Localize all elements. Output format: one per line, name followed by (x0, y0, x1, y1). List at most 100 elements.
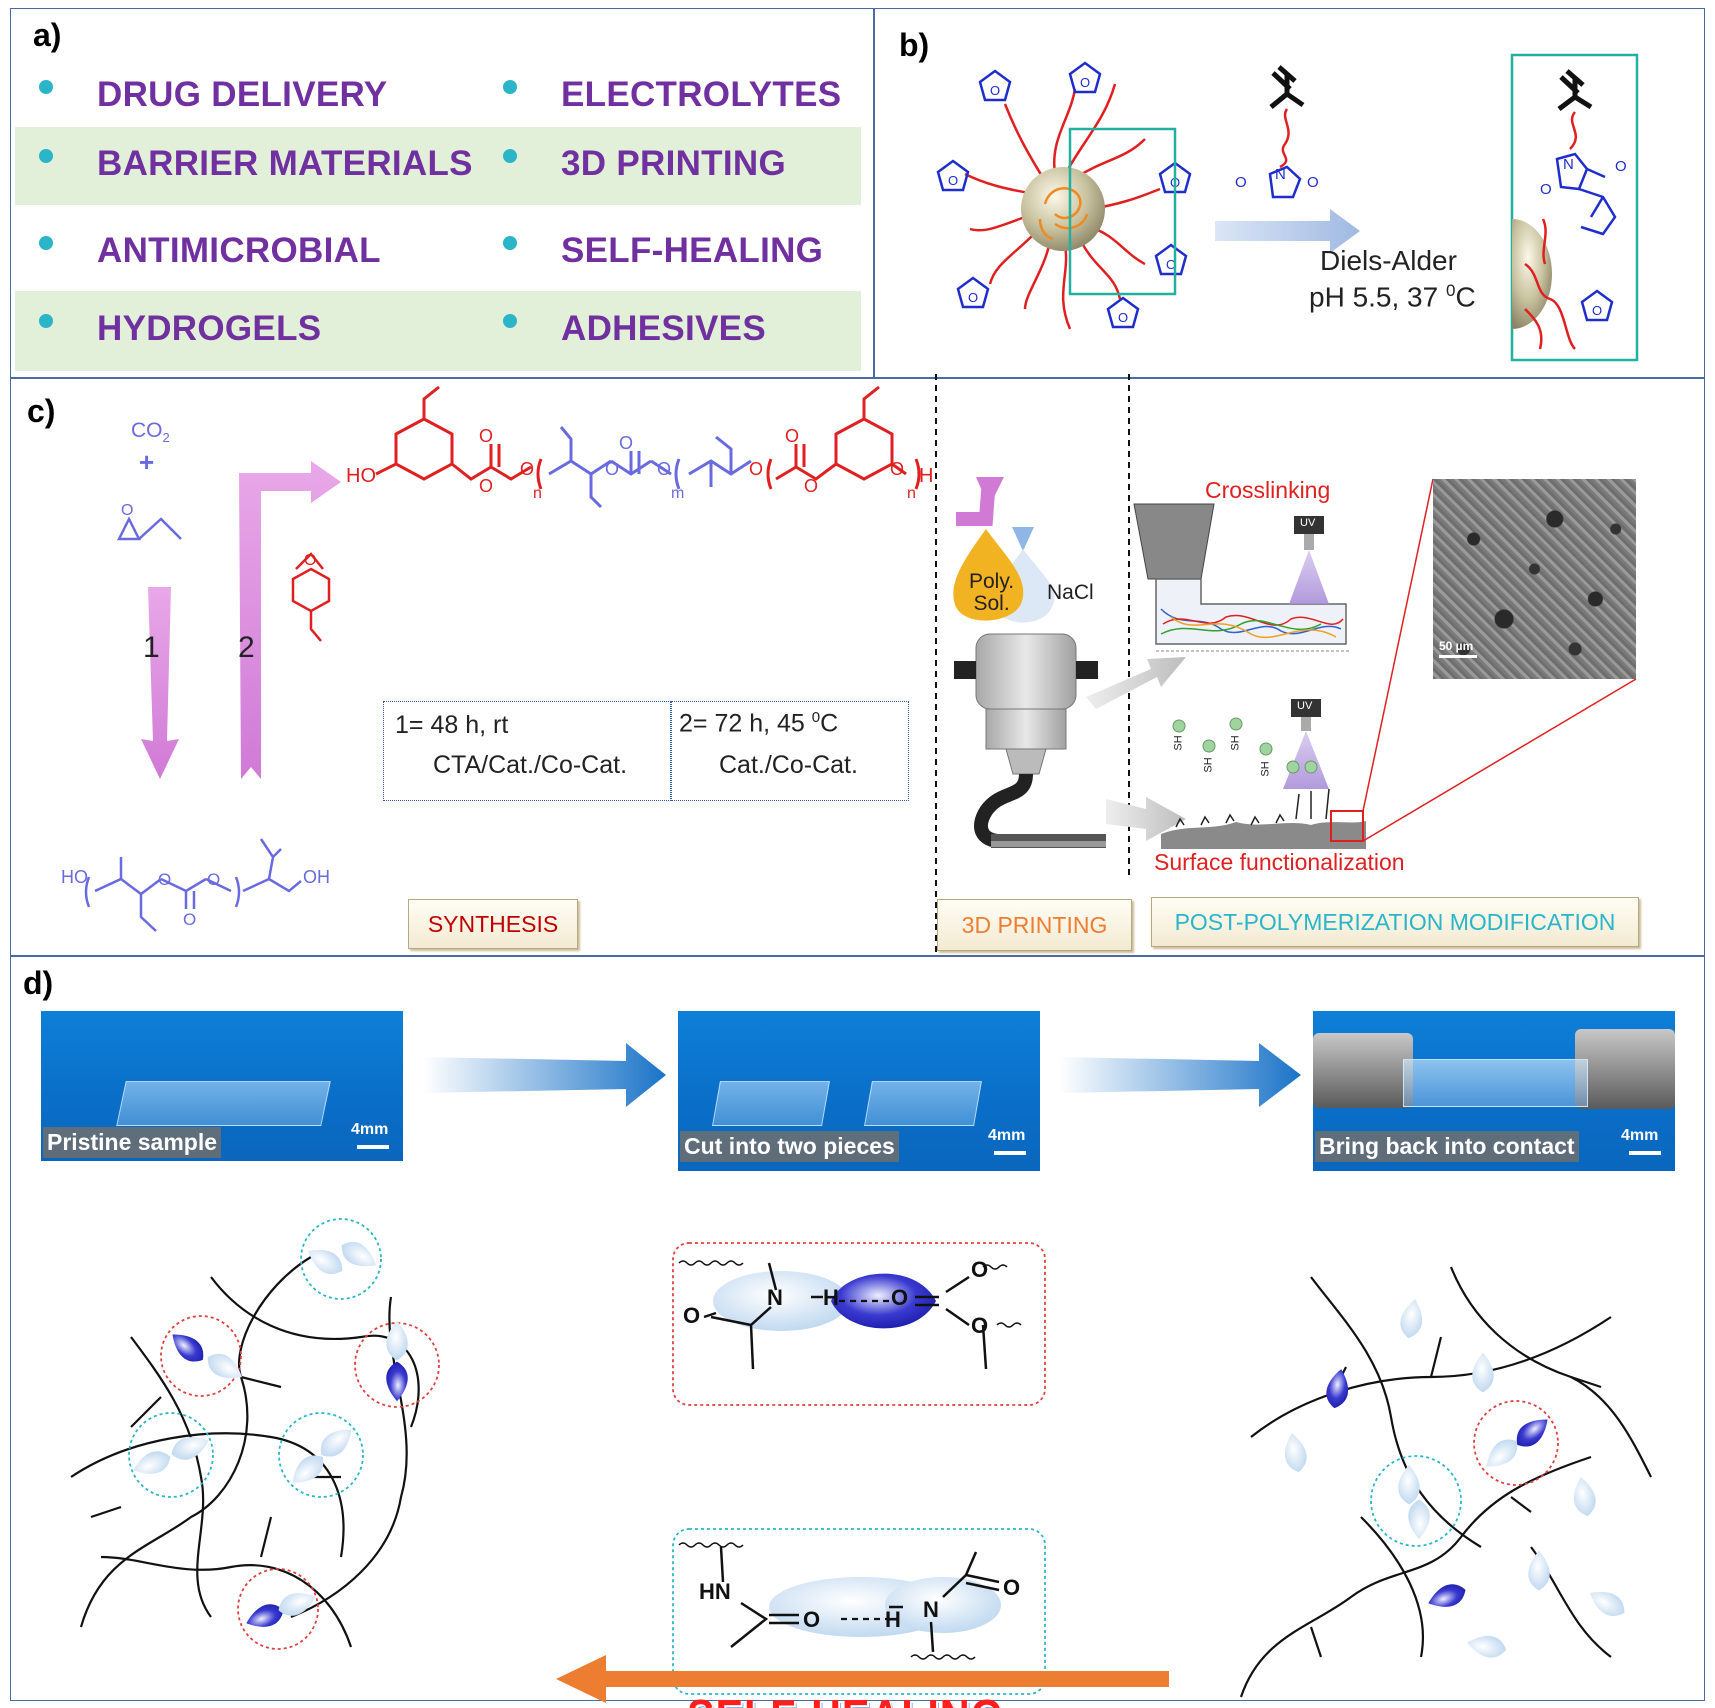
network-healed (1239, 1266, 1652, 1698)
svg-text:O: O (479, 476, 493, 496)
photo-contact: Bring back into contact 4mm (1313, 1011, 1675, 1171)
scale-label: 4mm (1621, 1127, 1659, 1144)
step-2-label: 2 (238, 631, 255, 664)
svg-text:O: O (183, 910, 196, 929)
svg-text:O: O (121, 502, 133, 519)
panel-a: a) DRUG DELIVERY ELECTROLYTES BARRIER MA… (10, 8, 874, 378)
svg-text:O: O (657, 459, 671, 479)
app-label: HYDROGELS (97, 309, 322, 348)
co2-text: CO (131, 419, 163, 442)
cond2-sup: 0 (811, 709, 821, 726)
hb1-o-left: O (683, 1303, 701, 1328)
nanoparticle-diagram: O (936, 53, 1639, 362)
plus-sign: + (139, 447, 155, 477)
app-item-antimicrobial: ANTIMICROBIAL (39, 231, 381, 271)
svg-text:O: O (1307, 174, 1319, 191)
svg-text:O: O (207, 870, 220, 889)
app-label: SELF-HEALING (561, 231, 824, 270)
photo-arrow-2 (1059, 1043, 1301, 1107)
tweezer-right (1575, 1029, 1675, 1109)
app-item-drug-delivery: DRUG DELIVERY (39, 75, 387, 115)
app-label: ADHESIVES (561, 309, 766, 348)
bullet (503, 80, 517, 94)
hb1-o-top: O (971, 1257, 989, 1282)
svg-text:N: N (1275, 166, 1286, 183)
svg-text:O: O (479, 426, 493, 446)
sh-label-1: SH (1172, 735, 1185, 751)
photo-arrow-1 (423, 1043, 666, 1107)
surface-label: Surface functionalization (1154, 849, 1405, 875)
svg-text:O: O (1235, 174, 1247, 191)
sh-label-2: SH (1202, 757, 1215, 773)
antibody-icon (1269, 65, 1305, 109)
svg-text:N: N (1563, 156, 1574, 173)
svg-text:O: O (520, 459, 534, 479)
reaction-conditions: pH 5.5, 37 0C (1309, 281, 1476, 313)
svg-text:O: O (785, 426, 799, 446)
poly-sol-label: Poly.Sol. (969, 570, 1015, 615)
step2-arrow (239, 461, 341, 779)
hb1-o-bottom: O (971, 1313, 989, 1338)
cond2-line2: Cat./Co-Cat. (719, 751, 858, 779)
nanoparticle-core (1021, 167, 1105, 251)
svg-text:O: O (158, 870, 171, 889)
conditions-box-2 (671, 701, 909, 801)
furan-icon (1068, 61, 1102, 94)
hb2-h: H (885, 1607, 901, 1632)
bullet (503, 314, 517, 328)
stripe-2 (15, 291, 861, 371)
svg-text:O: O (605, 459, 619, 479)
reaction-name: Diels-Alder (1320, 245, 1457, 276)
app-item-hydrogels: HYDROGELS (39, 309, 321, 349)
hb1-n: N (767, 1285, 783, 1310)
conditions-text: pH 5.5, 37 (1309, 281, 1446, 313)
app-label: 3D PRINTING (561, 144, 786, 183)
conditions-unit: C (1455, 281, 1476, 313)
scale-label: 4mm (988, 1127, 1026, 1144)
tweezer-left (1313, 1033, 1413, 1108)
polymer-ho: HO (346, 465, 376, 487)
step1-arrow (141, 587, 179, 779)
bullet (503, 149, 517, 163)
co2-label: CO2 (131, 419, 170, 445)
panel-c: c) O (10, 374, 1705, 957)
hb2-o: O (803, 1607, 821, 1632)
crosslinking-label: Crosslinking (1205, 477, 1331, 503)
panel-a-label: a) (33, 17, 62, 53)
cond1-line2: CTA/Cat./Co-Cat. (433, 751, 628, 779)
furan-icon (978, 69, 1012, 102)
app-label: DRUG DELIVERY (97, 75, 388, 114)
reaction-arrow (1215, 209, 1360, 253)
panel-c-label: c) (27, 393, 56, 429)
cond1-line1: 1= 48 h, rt (395, 711, 509, 739)
photo-cut: Cut into two pieces 4mm (678, 1011, 1040, 1171)
scale-bar (1629, 1151, 1661, 1155)
diol-ho: HO (61, 867, 88, 887)
co2-sub: 2 (162, 430, 170, 446)
bullet (39, 149, 53, 163)
photo-caption: Bring back into contact (1315, 1131, 1579, 1162)
polymer-chains (964, 83, 1161, 330)
nacl-label: NaCl (1047, 581, 1094, 604)
conditions-sup: 0 (1445, 281, 1456, 300)
polymer-m: m (671, 485, 685, 502)
network-damaged (70, 1256, 420, 1648)
sem-image: 50 µm (1433, 479, 1636, 679)
uv-label-2: UV (1297, 700, 1313, 712)
app-item-3d-printing: 3D PRINTING (503, 144, 786, 184)
panel-b-label: b) (899, 27, 930, 63)
app-item-self-healing: SELF-HEALING (503, 231, 823, 271)
synthesis-scheme: O O (84, 374, 1637, 957)
panel-d-label: d) (23, 965, 54, 1001)
panel-b: b) O (874, 8, 1705, 378)
stage-3d-printing: 3D PRINTING (937, 899, 1132, 951)
scale-bar (357, 1145, 389, 1149)
app-item-electrolytes: ELECTROLYTES (503, 75, 841, 115)
panel-d: d) Pristine sample 4mm Cut into two piec… (10, 956, 1705, 1708)
stripe-1 (15, 127, 861, 205)
bullet (503, 236, 517, 250)
app-label: ELECTROLYTES (561, 75, 842, 114)
app-label: BARRIER MATERIALS (97, 144, 473, 183)
polymer-n-2: n (907, 485, 916, 502)
cond2-unit: C (820, 709, 839, 738)
